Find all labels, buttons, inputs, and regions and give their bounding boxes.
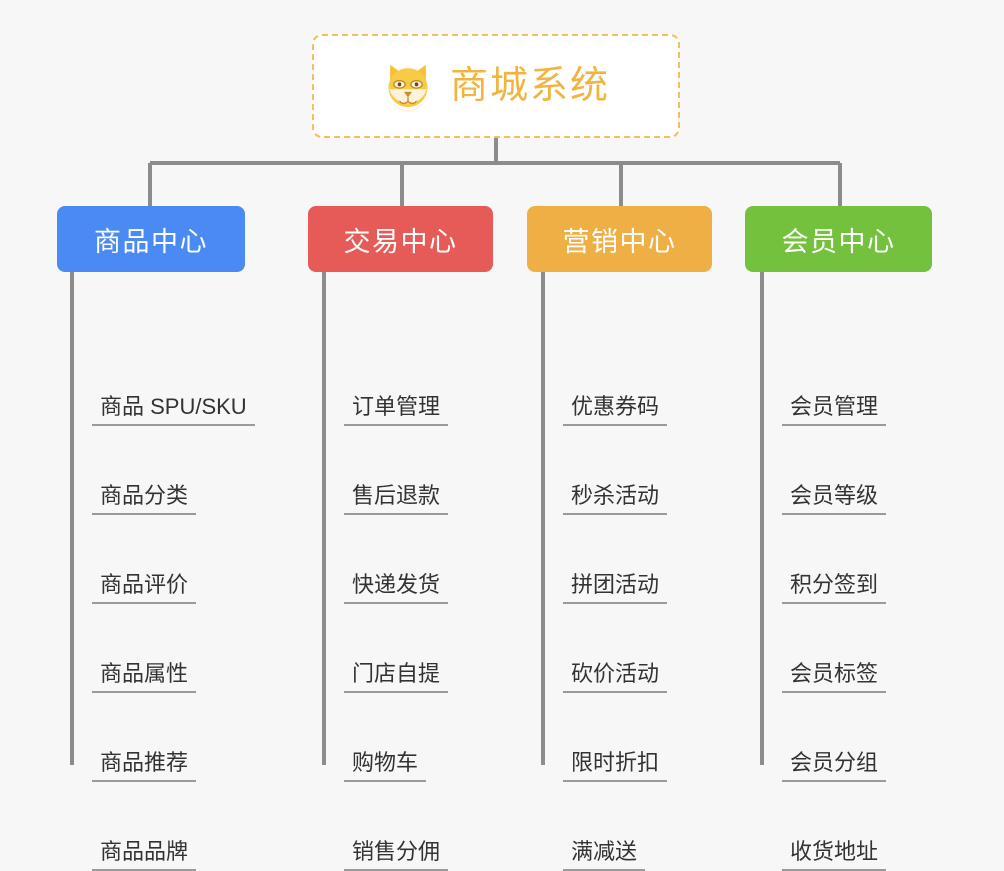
leaf-label: 优惠券码 (563, 394, 668, 426)
leaf-item[interactable]: 商品推荐 (92, 736, 197, 782)
leaf-item[interactable]: 满减送 (563, 825, 646, 871)
leaf-label: 快递发货 (344, 572, 449, 604)
leaf-connector (107, 424, 127, 426)
branch-header-product-center[interactable]: 商品中心 (57, 206, 245, 272)
leaf-item[interactable]: 收货地址 (782, 825, 887, 871)
branch-label: 商品中心 (94, 226, 208, 257)
leaf-item[interactable]: 商品评价 (92, 558, 197, 604)
mindmap-canvas: 商城系统 商品中心 商品 SPU/SKU 商品分类 商品评价 商品属性 商品推荐 (57, 34, 932, 871)
leaf-label: 限时折扣 (563, 750, 668, 782)
leaf-connector (107, 780, 127, 782)
leaf-label: 砍价活动 (563, 661, 668, 693)
branch-label: 交易中心 (343, 226, 458, 257)
leaf-item[interactable]: 秒杀活动 (563, 469, 668, 515)
leaf-connector (360, 780, 380, 782)
leaf-connector (579, 424, 599, 426)
leaf-connector (799, 780, 819, 782)
leaf-label: 商品品牌 (92, 839, 197, 871)
leaf-item[interactable]: 砍价活动 (563, 647, 668, 693)
leaf-label: 订单管理 (344, 394, 449, 426)
leaf-label: 商品分类 (92, 483, 197, 515)
leaf-label: 售后退款 (344, 483, 449, 515)
leaf-connector (579, 602, 599, 604)
leaf-item[interactable]: 销售分佣 (344, 825, 449, 871)
leaf-label: 门店自提 (344, 661, 449, 693)
leaf-connector (799, 691, 819, 693)
root-title: 商城系统 (449, 65, 610, 107)
leaf-item[interactable]: 优惠券码 (563, 380, 668, 426)
leaf-item[interactable]: 会员管理 (782, 380, 887, 426)
leaf-connector (107, 691, 127, 693)
leaf-label: 商品属性 (92, 661, 197, 693)
leaf-label: 积分签到 (782, 572, 887, 604)
branch-header-marketing-center[interactable]: 营销中心 (527, 206, 712, 272)
branch-trade-center: 交易中心 订单管理 售后退款 快递发货 门店自提 购物车 销售分佣 (308, 206, 493, 871)
branch-marketing-center: 营销中心 优惠券码 秒杀活动 拼团活动 砍价活动 限时折扣 满减送 (527, 206, 712, 871)
branch-label: 会员中心 (781, 226, 896, 257)
leaf-item[interactable]: 售后退款 (344, 469, 449, 515)
leaf-item[interactable]: 限时折扣 (563, 736, 668, 782)
leaf-connector (360, 691, 380, 693)
leaf-label: 会员管理 (782, 394, 887, 426)
leaf-label: 拼团活动 (563, 572, 668, 604)
leaf-label: 会员标签 (782, 661, 887, 693)
leaf-label: 会员等级 (782, 483, 887, 515)
leaf-item[interactable]: 订单管理 (344, 380, 449, 426)
leaf-connector (107, 513, 127, 515)
leaf-item[interactable]: 购物车 (344, 736, 427, 782)
leaf-item[interactable]: 积分签到 (782, 558, 887, 604)
branch-member-center: 会员中心 会员管理 会员等级 积分签到 会员标签 会员分组 收货地址 (745, 206, 932, 871)
leaf-label: 商品 SPU/SKU (92, 394, 255, 426)
leaf-connector (360, 513, 380, 515)
leaf-label: 销售分佣 (344, 839, 449, 871)
leaf-label: 会员分组 (782, 750, 887, 782)
leaf-label: 商品评价 (92, 572, 197, 604)
leaf-item[interactable]: 会员标签 (782, 647, 887, 693)
branch-header-member-center[interactable]: 会员中心 (745, 206, 932, 272)
leaf-item[interactable]: 快递发货 (344, 558, 449, 604)
leaf-connector (799, 602, 819, 604)
branch-header-trade-center[interactable]: 交易中心 (308, 206, 493, 272)
leaf-item[interactable]: 商品 SPU/SKU (92, 380, 255, 426)
leaf-connector (579, 513, 599, 515)
root-node[interactable]: 商城系统 (312, 34, 680, 138)
leaf-label: 收货地址 (782, 839, 887, 871)
leaf-item[interactable]: 商品品牌 (92, 825, 197, 871)
leaf-connector (360, 602, 380, 604)
leaf-item[interactable]: 商品分类 (92, 469, 197, 515)
leaf-connector (579, 691, 599, 693)
branch-label: 营销中心 (562, 226, 677, 257)
leaf-item[interactable]: 会员等级 (782, 469, 887, 515)
shiba-dog-face-icon (388, 64, 428, 112)
branch-product-center: 商品中心 商品 SPU/SKU 商品分类 商品评价 商品属性 商品推荐 商品品牌 (57, 206, 255, 871)
leaf-label: 商品推荐 (92, 750, 197, 782)
leaf-item[interactable]: 拼团活动 (563, 558, 668, 604)
leaf-connector (107, 602, 127, 604)
leaf-label: 满减送 (563, 839, 646, 871)
leaf-item[interactable]: 商品属性 (92, 647, 197, 693)
leaf-connector (799, 513, 819, 515)
leaf-item[interactable]: 门店自提 (344, 647, 449, 693)
leaf-connector (579, 780, 599, 782)
leaf-item[interactable]: 会员分组 (782, 736, 887, 782)
leaf-label: 购物车 (344, 750, 427, 782)
leaf-label: 秒杀活动 (563, 483, 668, 515)
leaf-connector (360, 424, 380, 426)
leaf-connector (799, 424, 819, 426)
